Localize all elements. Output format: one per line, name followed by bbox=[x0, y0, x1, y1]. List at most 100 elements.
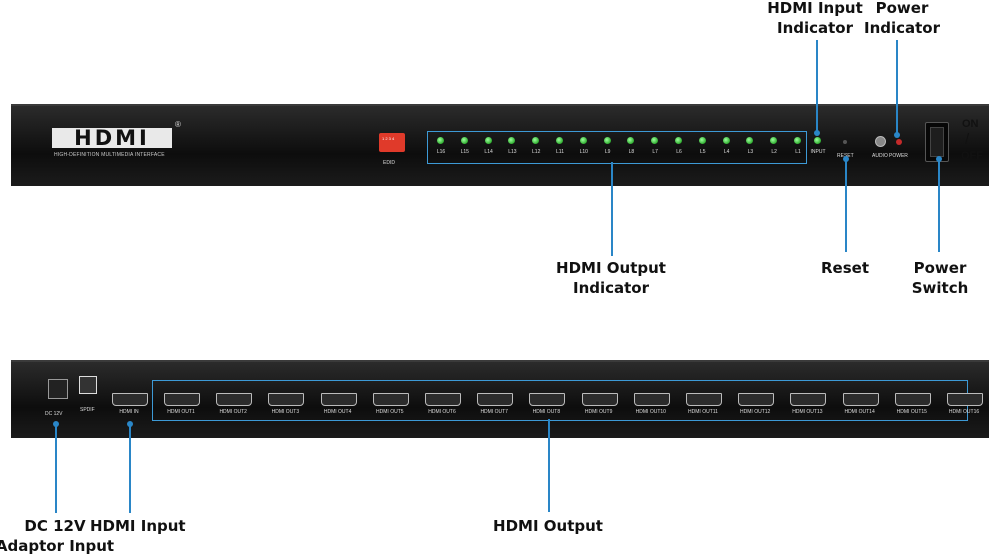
hdmi-out-label-2: HDMI OUT2 bbox=[219, 409, 247, 415]
logo-subtitle: HIGH-DEFINITION MULTIMEDIA INTERFACE bbox=[54, 152, 165, 158]
led-label: L8 bbox=[628, 149, 635, 155]
led-label: L9 bbox=[604, 149, 611, 155]
led-light bbox=[437, 137, 444, 144]
led-light bbox=[651, 137, 659, 144]
hdmi-out-port-14[interactable] bbox=[842, 393, 879, 406]
switch-off-label: OFF bbox=[961, 150, 983, 162]
callout-reset: Reset bbox=[821, 259, 869, 277]
edid-dip-switch[interactable]: 1 2 3 4 bbox=[379, 133, 405, 152]
led-label: L5 bbox=[700, 149, 706, 155]
hdmi-out-label-16: HDMI OUT16 bbox=[948, 409, 980, 415]
led-light bbox=[675, 137, 682, 144]
hdmi-out-label-15: HDMI OUT15 bbox=[896, 409, 927, 415]
hdmi-out-port-2[interactable] bbox=[216, 393, 253, 406]
audio-port[interactable] bbox=[875, 136, 886, 147]
led-label: L2 bbox=[771, 149, 777, 155]
rocker bbox=[930, 127, 944, 157]
output-led-l4: L4 bbox=[715, 137, 739, 167]
hdmi-out-label-11: HDMI OUT11 bbox=[688, 409, 718, 415]
led-label: L10 bbox=[579, 149, 588, 155]
led-light bbox=[770, 137, 778, 144]
led-label: L14 bbox=[484, 149, 493, 155]
led-label: L3 bbox=[747, 149, 754, 155]
output-led-l9: L9 bbox=[596, 137, 620, 167]
hdmi-out-port-6[interactable] bbox=[425, 393, 461, 406]
dc-power-jack[interactable] bbox=[48, 379, 68, 399]
led-light bbox=[532, 137, 540, 144]
led-label: L1 bbox=[795, 149, 801, 155]
hdmi-out-port-4[interactable] bbox=[320, 393, 357, 406]
hdmi-out-port-13[interactable] bbox=[790, 393, 827, 406]
edid-label: EDID bbox=[383, 160, 395, 166]
power-indicator-led bbox=[896, 139, 902, 145]
output-led-l8: L8 bbox=[619, 137, 643, 167]
led-light bbox=[460, 137, 468, 144]
led-label: L11 bbox=[556, 149, 564, 155]
output-led-l6: L6 bbox=[667, 137, 691, 167]
hdmi-out-port-5[interactable] bbox=[372, 393, 409, 406]
led-light bbox=[508, 137, 516, 144]
dip-numbers: 1 2 3 4 bbox=[382, 136, 395, 141]
audio-label: AUDIO bbox=[872, 153, 888, 159]
led-light bbox=[484, 137, 492, 144]
hdmi-out-label-3: HDMI OUT3 bbox=[271, 409, 300, 415]
led-light bbox=[794, 137, 801, 144]
hdmi-out-port-3[interactable] bbox=[268, 393, 305, 406]
callout-hdmi-input: HDMI Input bbox=[90, 517, 186, 535]
input-indicator: INPUT bbox=[806, 137, 830, 167]
hdmi-out-label-14: HDMI OUT14 bbox=[844, 409, 875, 415]
led-label: L7 bbox=[652, 149, 658, 155]
power-label: POWER bbox=[889, 153, 908, 159]
hdmi-out-port-15[interactable] bbox=[894, 393, 931, 406]
hdmi-out-port-8[interactable] bbox=[529, 393, 566, 406]
hdmi-out-label-4: HDMI OUT4 bbox=[323, 409, 352, 415]
output-led-l13: L13 bbox=[500, 137, 524, 167]
hdmi-out-label-5: HDMI OUT5 bbox=[376, 409, 404, 415]
spdif-label: SPDIF bbox=[80, 407, 95, 413]
output-led-l12: L12 bbox=[524, 137, 548, 167]
led-light bbox=[746, 137, 754, 144]
hdmi-out-label-10: HDMI OUT10 bbox=[635, 409, 666, 415]
output-led-l3: L3 bbox=[738, 137, 762, 167]
hdmi-out-label-8: HDMI OUT8 bbox=[532, 409, 561, 415]
hdmi-in-label: HDMI IN bbox=[119, 409, 139, 415]
input-led bbox=[814, 137, 821, 144]
dc-label: DC 12V bbox=[45, 411, 63, 417]
hdmi-out-label-12: HDMI OUT12 bbox=[740, 409, 771, 415]
led-light bbox=[722, 137, 730, 144]
hdmi-in-port[interactable] bbox=[112, 393, 148, 406]
switch-on-label: ON bbox=[962, 118, 979, 130]
output-led-l1: L1 bbox=[786, 137, 810, 167]
reset-button[interactable] bbox=[843, 140, 847, 144]
callout-hdmi-output: HDMI Output bbox=[493, 517, 603, 535]
output-led-l14: L14 bbox=[477, 137, 501, 167]
led-label: L4 bbox=[723, 149, 730, 155]
hdmi-out-port-9[interactable] bbox=[581, 393, 618, 406]
output-led-l7: L7 bbox=[643, 137, 667, 167]
hdmi-out-port-16[interactable] bbox=[947, 393, 983, 406]
power-switch[interactable] bbox=[925, 122, 949, 162]
hdmi-out-port-1[interactable] bbox=[164, 393, 200, 406]
led-label: L6 bbox=[676, 149, 682, 155]
output-led-l16: L16 bbox=[429, 137, 453, 167]
led-light bbox=[603, 137, 611, 144]
hdmi-out-port-11[interactable] bbox=[686, 393, 722, 406]
led-light bbox=[627, 137, 635, 144]
hdmi-out-port-10[interactable] bbox=[633, 393, 670, 406]
spdif-port[interactable] bbox=[79, 376, 97, 394]
hdmi-out-label-6: HDMI OUT6 bbox=[428, 409, 456, 415]
hdmi-out-port-7[interactable] bbox=[477, 393, 514, 406]
registered-mark: ® bbox=[175, 120, 181, 129]
output-led-l10: L10 bbox=[572, 137, 596, 167]
hdmi-out-port-12[interactable] bbox=[738, 393, 775, 406]
output-led-l15: L15 bbox=[453, 137, 477, 167]
hdmi-out-label-9: HDMI OUT9 bbox=[584, 409, 613, 415]
hdmi-out-label-1: HDMI OUT1 bbox=[167, 409, 195, 415]
front-panel bbox=[11, 104, 989, 186]
led-label: L16 bbox=[436, 149, 446, 155]
output-led-l5: L5 bbox=[691, 137, 715, 167]
